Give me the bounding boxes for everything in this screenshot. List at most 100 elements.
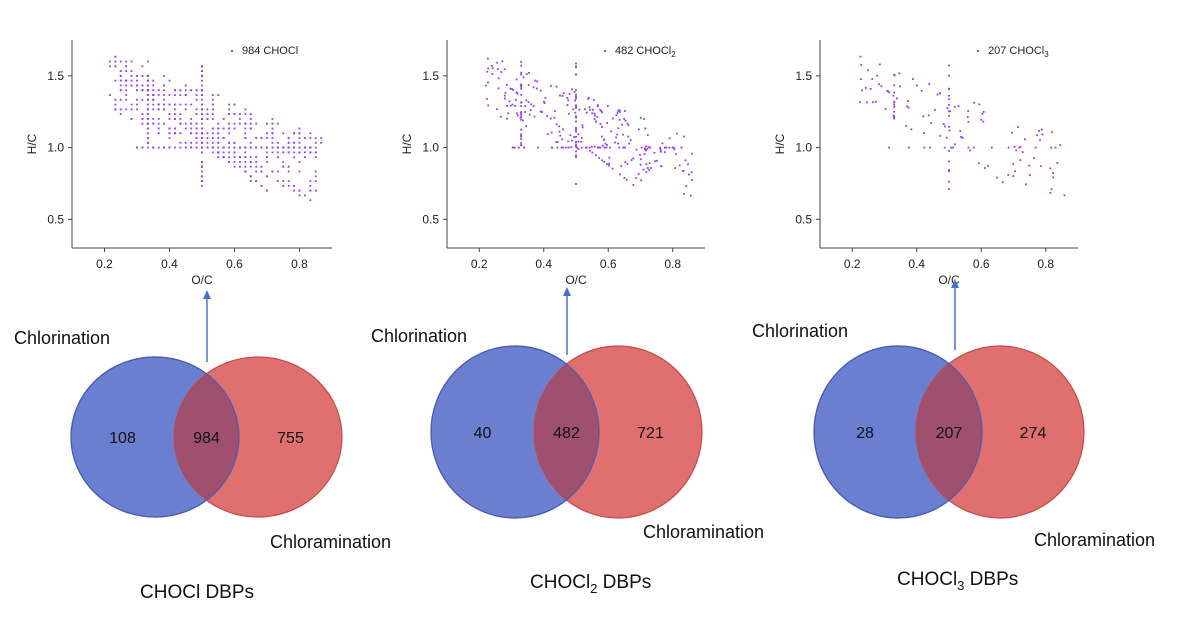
venn-overlap bbox=[916, 346, 982, 518]
scatter-point bbox=[163, 89, 165, 92]
scatter-point bbox=[1051, 131, 1053, 134]
arrow-head-icon bbox=[203, 290, 211, 299]
scatter-point bbox=[486, 70, 489, 73]
scatter-point bbox=[575, 154, 577, 157]
scatter-point bbox=[637, 173, 640, 175]
scatter-point bbox=[959, 130, 962, 133]
scatter-point bbox=[244, 151, 247, 154]
scatter-point bbox=[617, 127, 620, 130]
scatter-point bbox=[567, 146, 570, 149]
scatter-point bbox=[601, 111, 603, 114]
scatter-point bbox=[623, 110, 626, 112]
scatter-point bbox=[575, 150, 577, 153]
scatter-point bbox=[136, 103, 138, 106]
scatter-point bbox=[604, 142, 607, 145]
scatter-point bbox=[1033, 157, 1035, 159]
scatter-point bbox=[575, 89, 577, 91]
scatter-point bbox=[195, 137, 198, 139]
scatter-point bbox=[179, 141, 182, 144]
scatter-point bbox=[627, 124, 630, 127]
scatter-point bbox=[950, 146, 953, 149]
scatter-point bbox=[595, 120, 597, 123]
scatter-point bbox=[622, 146, 625, 149]
scatter-point bbox=[645, 149, 647, 152]
x-tick-label: 0.6 bbox=[226, 257, 243, 271]
scatter-point bbox=[575, 65, 577, 68]
scatter-point bbox=[201, 79, 203, 82]
scatter-point bbox=[528, 113, 531, 116]
scatter-point bbox=[893, 110, 896, 113]
scatter-point bbox=[222, 127, 225, 130]
scatter-point bbox=[244, 170, 247, 173]
scatter-point bbox=[309, 151, 312, 154]
scatter-point bbox=[228, 113, 230, 116]
scatter-point bbox=[501, 60, 504, 63]
scatter-point bbox=[512, 89, 515, 91]
scatter-point bbox=[524, 111, 527, 113]
scatter-point bbox=[876, 74, 879, 77]
scatter-point bbox=[1056, 162, 1059, 164]
scatter-point bbox=[591, 151, 594, 154]
scatter-point bbox=[211, 108, 214, 111]
scatter-point bbox=[598, 157, 601, 159]
scatter-point bbox=[157, 103, 160, 106]
scatter-point bbox=[549, 117, 552, 120]
scatter-point bbox=[519, 84, 522, 87]
scatter-point bbox=[211, 127, 214, 130]
scatter-point bbox=[119, 70, 122, 72]
scatter-point bbox=[503, 68, 506, 71]
scatter-point bbox=[618, 109, 621, 111]
scatter-point bbox=[179, 89, 182, 92]
scatter-point bbox=[244, 156, 247, 159]
scatter-point bbox=[249, 122, 252, 125]
scatter-point bbox=[114, 55, 117, 58]
scatter-point bbox=[114, 60, 117, 63]
scatter-point bbox=[520, 64, 523, 67]
scatter-point bbox=[683, 193, 685, 195]
scatter-point bbox=[314, 175, 317, 178]
scatter-point bbox=[558, 125, 561, 128]
scatter-point bbox=[888, 146, 890, 149]
scatter-point bbox=[1001, 181, 1004, 184]
scatter-point bbox=[201, 161, 203, 163]
scatter-point bbox=[152, 103, 155, 106]
scatter-point bbox=[520, 118, 523, 121]
scatter-point bbox=[201, 65, 203, 68]
scatter-point bbox=[211, 113, 214, 116]
scatter-point bbox=[114, 98, 117, 101]
scatter-point bbox=[562, 92, 565, 95]
legend-marker bbox=[604, 50, 606, 52]
arrow-head-icon bbox=[563, 287, 571, 296]
scatter-point bbox=[561, 95, 564, 97]
y-axis-label: H/C bbox=[25, 133, 39, 154]
scatter-point bbox=[537, 146, 540, 149]
scatter-point bbox=[487, 104, 490, 107]
scatter-point bbox=[130, 103, 133, 106]
scatter-point bbox=[577, 133, 580, 136]
scatter-point bbox=[282, 146, 285, 149]
scatter-point bbox=[520, 83, 523, 86]
scatter-point bbox=[893, 91, 896, 94]
scatter-point bbox=[639, 154, 641, 156]
scatter-point bbox=[255, 180, 258, 182]
scatter-point bbox=[179, 146, 182, 149]
scatter-point bbox=[314, 189, 317, 192]
scatter-point bbox=[179, 103, 182, 106]
scatter-point bbox=[174, 108, 176, 111]
scatter-point bbox=[168, 79, 171, 82]
scatter-point bbox=[915, 84, 918, 87]
scatter-point bbox=[195, 94, 198, 96]
x-tick-label: 0.8 bbox=[664, 257, 681, 271]
scatter-point bbox=[644, 127, 647, 130]
scatter-point bbox=[911, 78, 914, 80]
scatter-point bbox=[201, 137, 203, 139]
scatter-point bbox=[119, 60, 122, 63]
scatter-point bbox=[152, 146, 155, 149]
scatter-point bbox=[575, 141, 577, 144]
scatter-point bbox=[527, 84, 530, 86]
scatter-point bbox=[907, 106, 910, 109]
scatter-point bbox=[610, 130, 613, 133]
scatter-point bbox=[152, 94, 155, 96]
